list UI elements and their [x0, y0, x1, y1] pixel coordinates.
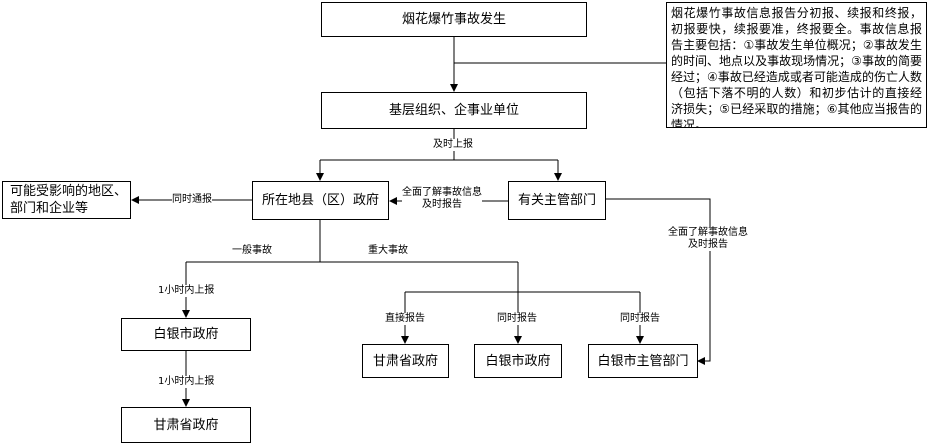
- label-direct-report: 直接报告: [385, 313, 425, 325]
- label-general-accident: 一般事故: [232, 245, 272, 256]
- label-notify-simultaneous: 同时通报: [172, 194, 212, 206]
- label-one-hour-2: 1小时内上报: [158, 376, 215, 388]
- dept-text: 有关主管部门: [517, 193, 596, 208]
- arrow-dept-to-baiyin-dept: [606, 198, 711, 365]
- event-box: 烟花爆竹事故发生: [321, 2, 587, 37]
- label-dept-to-city: 全面了解事故信息 及时报告: [668, 227, 748, 251]
- label-timely-report: 及时上报: [433, 139, 473, 151]
- label-one-hour-1: 1小时内上报: [158, 285, 215, 297]
- label-simultaneous-2: 同时报告: [620, 313, 660, 325]
- competent-department-box: 有关主管部门: [508, 181, 606, 220]
- grassroots-text: 基层组织、企事业单位: [388, 103, 519, 118]
- gansu-government-box-1: 甘肃省政府: [121, 407, 251, 443]
- event-text: 烟花爆竹事故发生: [401, 12, 506, 27]
- county-government-box: 所在地县（区）政府: [252, 181, 389, 220]
- baiyin-government-box-2: 白银市政府: [474, 344, 562, 378]
- label-dept-to-county-line2: 及时报告: [422, 199, 462, 210]
- grassroots-box: 基层组织、企事业单位: [321, 92, 587, 129]
- report-requirements-note: 烟花爆竹事故信息报告分初报、续报和终报，初报要快，续报要准，终报要全。事故信息报…: [666, 2, 927, 128]
- affected-text-line1: 可能受影响的地区、: [10, 184, 128, 199]
- gansu-gov-1-text: 甘肃省政府: [153, 417, 219, 433]
- county-text: 所在地县（区）政府: [261, 193, 379, 208]
- label-dept-to-city-line2: 及时报告: [688, 239, 728, 250]
- baiyin-gov-1-text: 白银市政府: [153, 327, 219, 342]
- label-dept-to-county-line1: 全面了解事故信息: [402, 187, 482, 198]
- baiyin-gov-2-text: 白银市政府: [485, 353, 551, 369]
- gansu-gov-2-text: 甘肃省政府: [372, 353, 438, 369]
- gansu-government-box-2: 甘肃省政府: [362, 344, 449, 378]
- label-simultaneous-1: 同时报告: [497, 313, 537, 325]
- label-dept-to-county: 全面了解事故信息 及时报告: [402, 187, 482, 211]
- baiyin-government-box-1: 白银市政府: [121, 318, 251, 351]
- affected-text-line2: 部门和企业等: [10, 201, 89, 216]
- label-dept-to-city-line1: 全面了解事故信息: [668, 227, 748, 238]
- label-major-accident: 重大事故: [368, 245, 408, 256]
- note-text: 烟花爆竹事故信息报告分初报、续报和终报，初报要快，续报要准，终报要全。事故信息报…: [671, 6, 922, 128]
- baiyin-department-box: 白银市主管部门: [588, 344, 698, 378]
- baiyin-dept-text: 白银市主管部门: [597, 353, 689, 369]
- affected-parties-box: 可能受影响的地区、 部门和企业等: [2, 181, 131, 219]
